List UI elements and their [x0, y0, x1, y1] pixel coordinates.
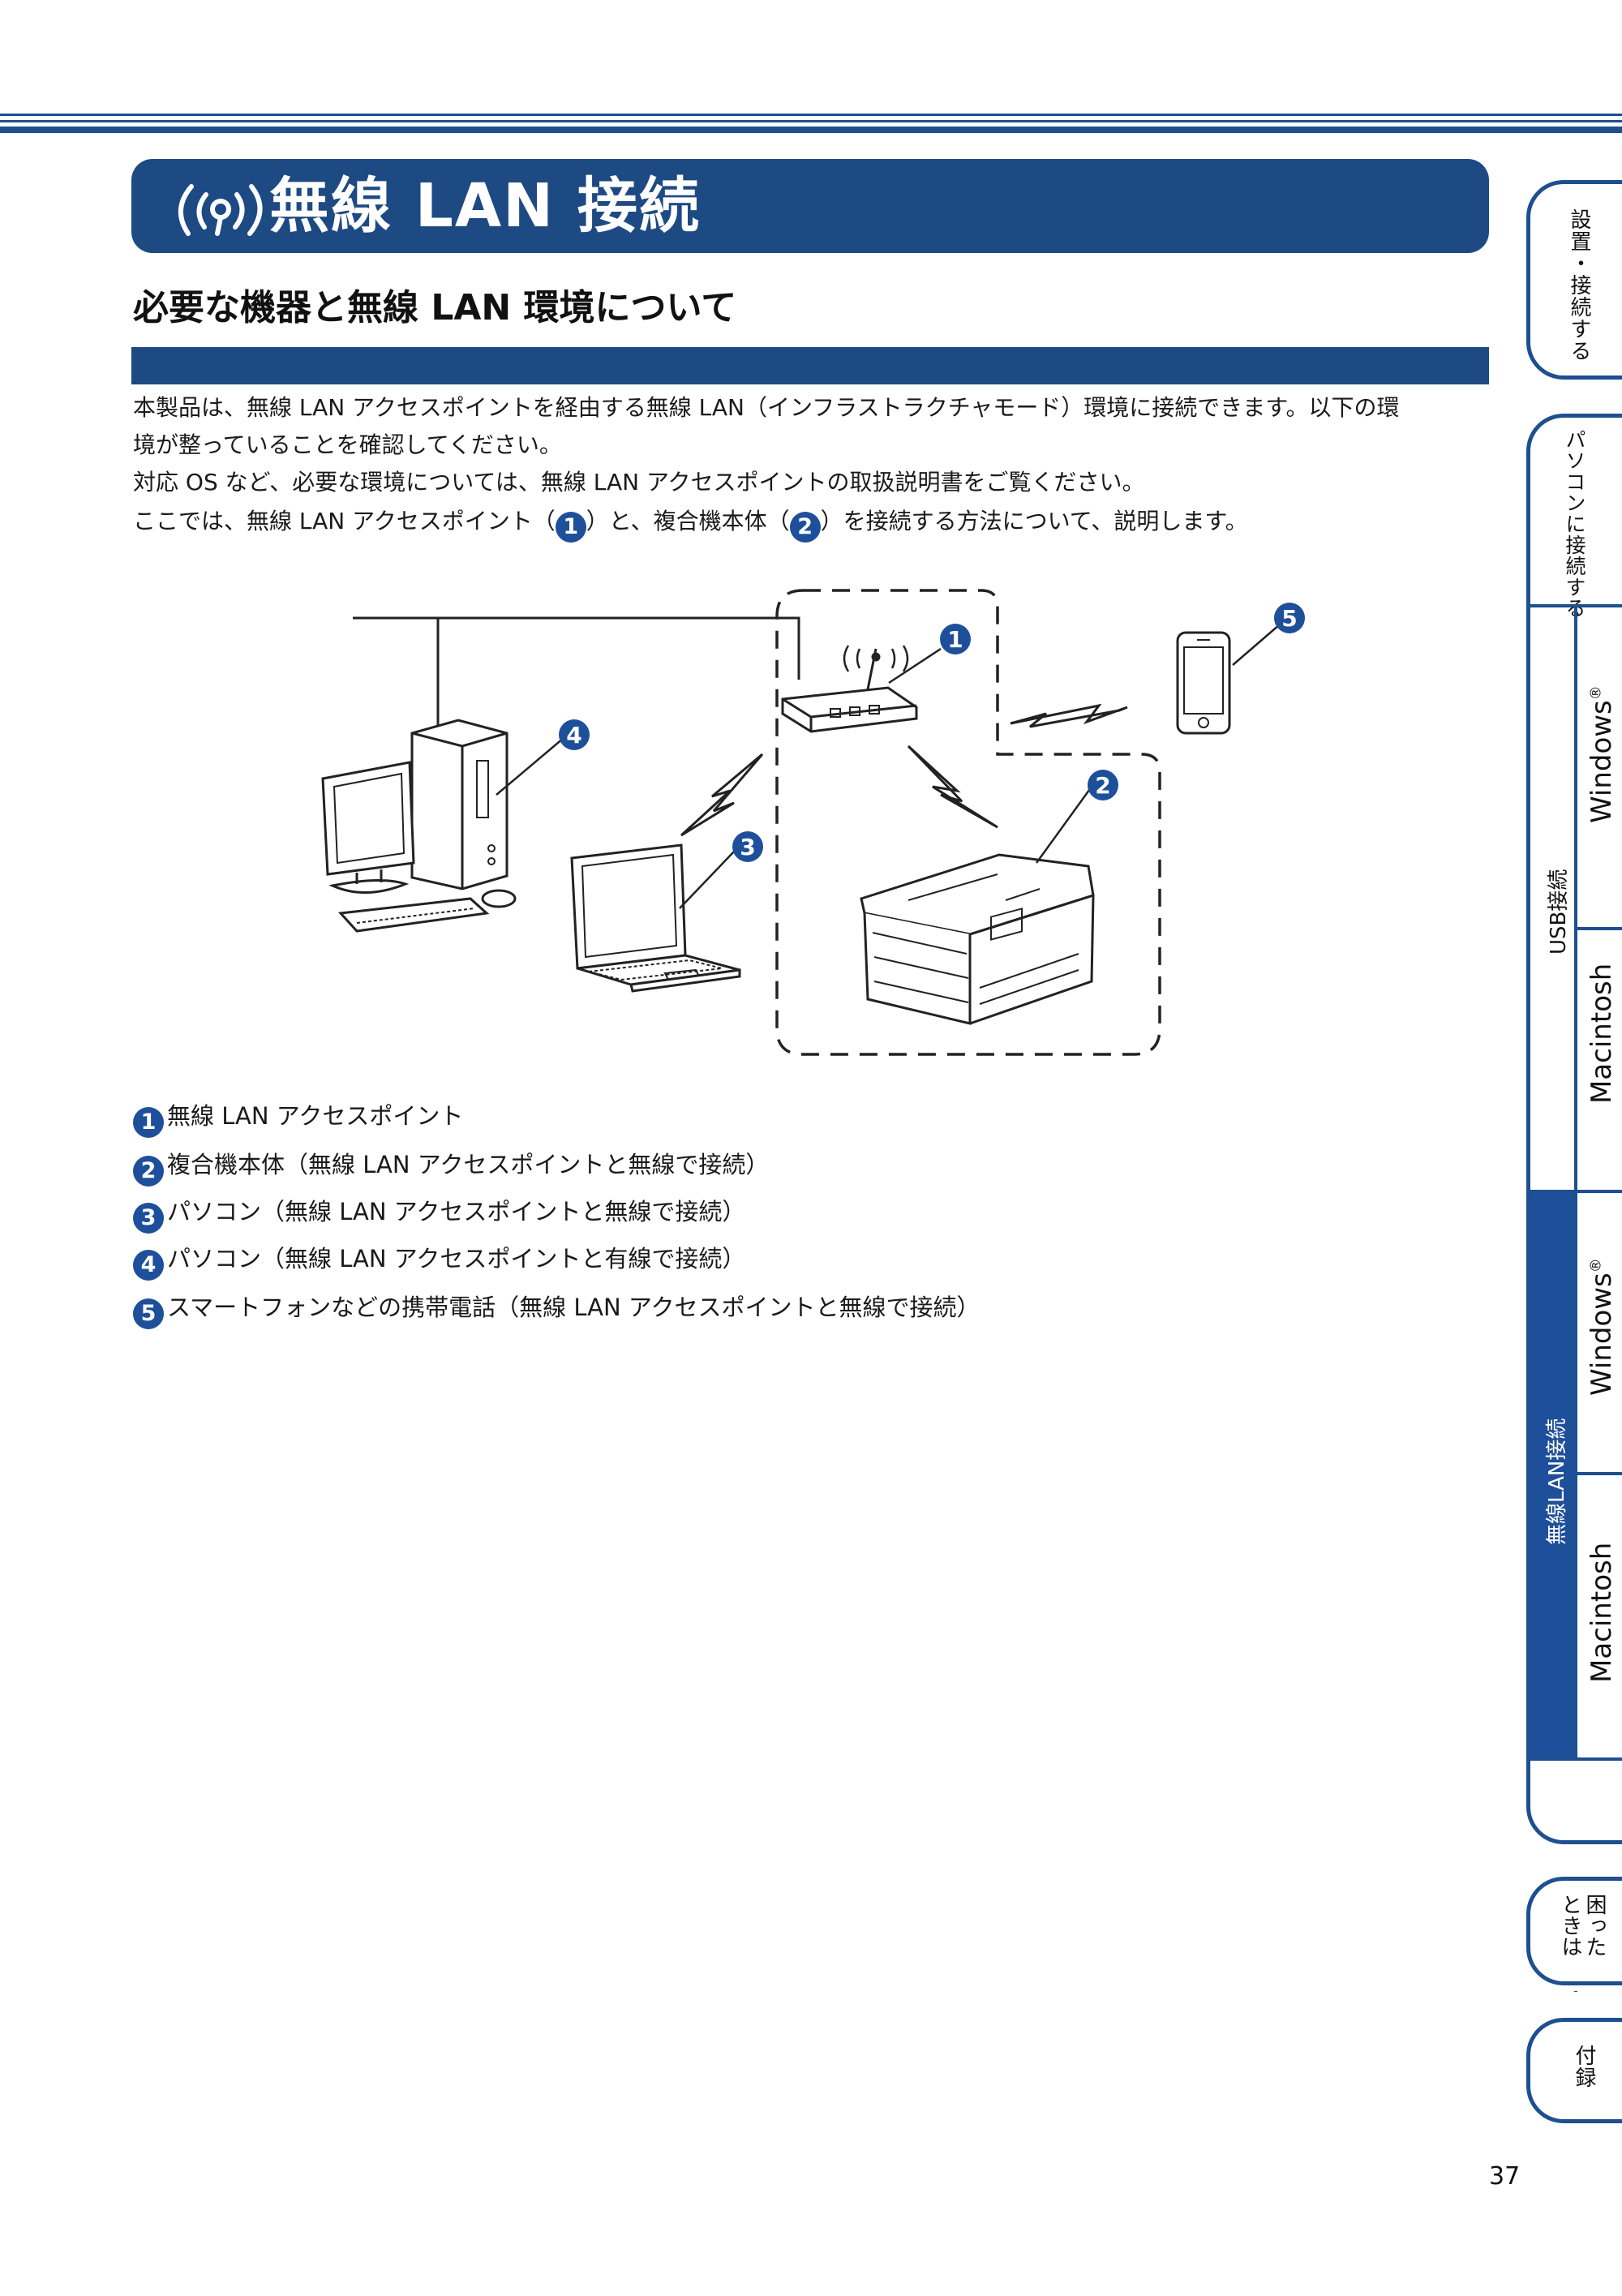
marker-5-label: 5 [1281, 605, 1297, 632]
marker-3 [732, 831, 763, 862]
tab-label-windows-usb: Windows® [1586, 685, 1618, 823]
marker-4 [559, 719, 590, 750]
tab-divider [1530, 1757, 1622, 1761]
laptop-illustration [570, 843, 741, 993]
desktop-pc-illustration [321, 719, 517, 933]
marker-5 [1274, 603, 1305, 633]
intro-line: 境が整っていることを確認してください。 [133, 431, 562, 458]
number-badge: 4 [133, 1250, 164, 1281]
header-rule [0, 127, 1622, 133]
section-bar [131, 347, 1489, 384]
tab-appendix[interactable]: 付録 [1526, 2018, 1622, 2123]
intro-line: 本製品は、無線 LAN アクセスポイントを経由する無線 LAN（インフラストラク… [133, 394, 1400, 421]
tab-divider [1574, 927, 1622, 930]
number-badge: 3 [133, 1203, 164, 1234]
page-title: 無線 LAN 接続 [269, 171, 701, 241]
number-badge: 1 [133, 1107, 164, 1138]
tab-label-wireless: 無線LAN接続 [1545, 1418, 1569, 1545]
tab-divider [1574, 1991, 1577, 1992]
chapter-banner: 無線 LAN 接続 [131, 159, 1489, 253]
router-illustration [781, 645, 918, 733]
phone-illustration [1176, 631, 1231, 735]
number-badge: 2 [789, 512, 821, 543]
number-badge: 2 [133, 1156, 164, 1187]
intro-paragraph: 本製品は、無線 LAN アクセスポイントを経由する無線 LAN（インフラストラク… [133, 389, 1495, 543]
header-rule [0, 114, 1622, 116]
section-title: 必要な機器と無線 LAN 環境について [133, 287, 737, 328]
intro-line: ここでは、無線 LAN アクセスポイント（1）と、複合機本体（2）を接続する方法… [133, 503, 1495, 543]
page-number: 37 [1489, 2162, 1521, 2191]
tab-divider [1530, 1190, 1622, 1193]
header-rule [0, 120, 1622, 122]
tab-label-troubleshooting: 困ったときは [1558, 1894, 1607, 1957]
marker-2 [1088, 770, 1118, 800]
marker-1-label: 1 [947, 626, 963, 653]
tab-divider [1574, 604, 1577, 1577]
marker-4-label: 4 [566, 722, 581, 749]
tab-label-mac-wireless: Macintosh [1586, 1542, 1618, 1683]
tab-connect-pc[interactable]: パソコンに接続する USB接続 Windows® Macintosh 無線LAN… [1526, 414, 1622, 1992]
intro-line: 対応 OS など、必要な環境については、無線 LAN アクセスポイントの取扱説明… [133, 469, 1145, 496]
tab-label-mac-usb: Macintosh [1586, 963, 1618, 1104]
network-diagram: 1 5 2 4 3 [321, 589, 1305, 1056]
tab-setup[interactable]: 設置・接続する [1526, 180, 1622, 380]
number-badge: 1 [555, 512, 586, 543]
marker-3-label: 3 [740, 834, 755, 860]
tab-divider [1574, 1472, 1622, 1475]
number-badge: 5 [133, 1298, 164, 1329]
wireless-icon [178, 184, 263, 236]
printer-illustration [860, 853, 1095, 1025]
tab-label-windows-wireless: Windows® [1586, 1258, 1618, 1396]
marker-2-label: 2 [1095, 772, 1110, 799]
tab-label-usb: USB接続 [1547, 869, 1571, 955]
tab-troubleshooting[interactable]: 困ったときは [1526, 1877, 1622, 1985]
tab-divider [1574, 1472, 1577, 1757]
marker-1 [940, 624, 971, 654]
tab-wireless-active[interactable] [1530, 1190, 1574, 1757]
